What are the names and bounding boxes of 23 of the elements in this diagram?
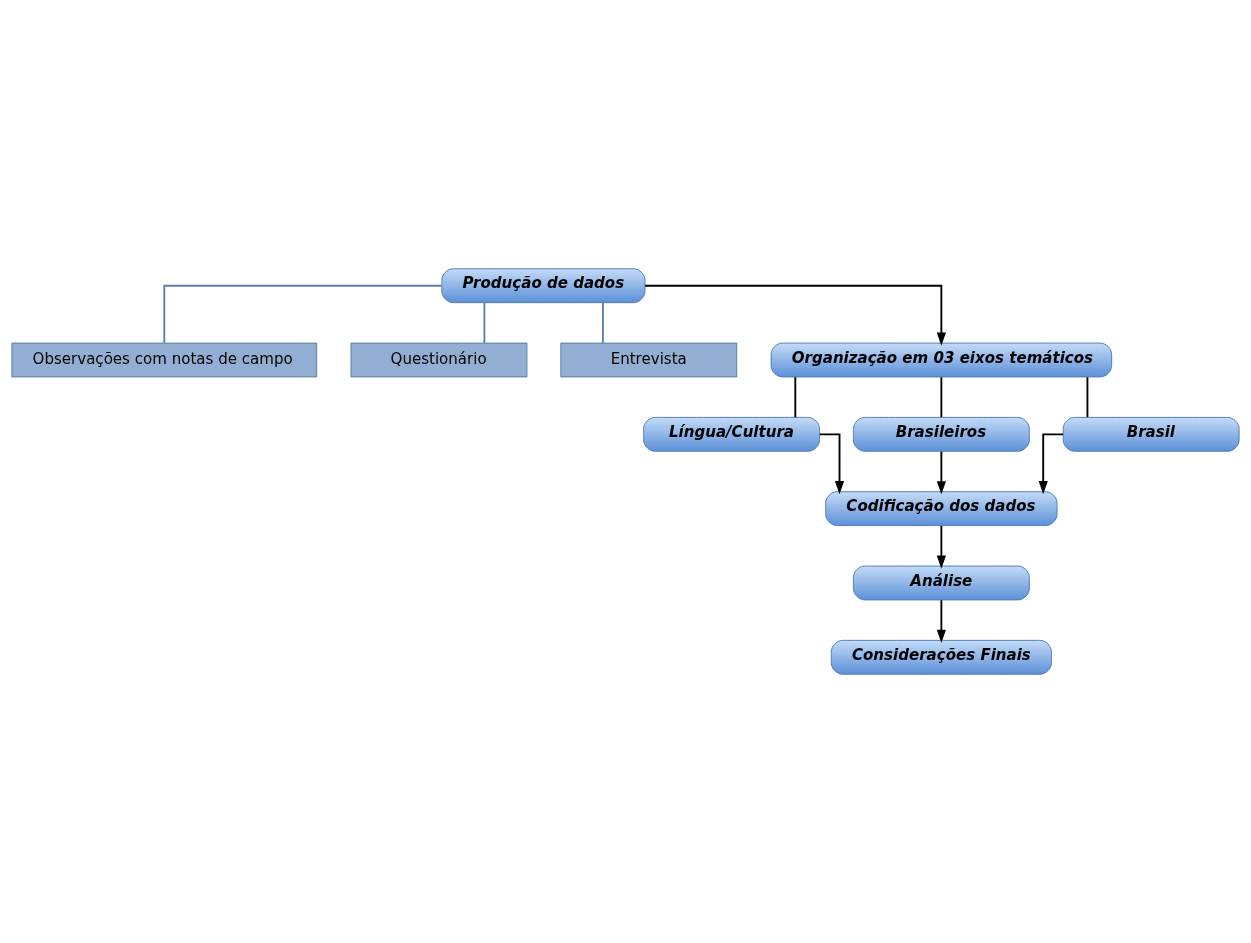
node-box: Brasil	[1062, 416, 1240, 452]
arrow	[818, 433, 845, 495]
arrow	[936, 450, 946, 495]
connector	[940, 376, 943, 419]
node-box: Análise	[852, 565, 1030, 601]
node-box: Considerações Finais	[830, 639, 1052, 675]
node-box: Organização em 03 eixos temáticos	[770, 342, 1113, 378]
connector	[794, 376, 797, 419]
connector	[1086, 376, 1089, 419]
node-box: Questionário	[350, 342, 528, 378]
arrow	[936, 599, 946, 643]
arrow	[1038, 433, 1064, 495]
node-box: Língua/Cultura	[643, 416, 820, 452]
arrow	[644, 284, 946, 346]
connector	[163, 284, 443, 344]
node-box: Entrevista	[560, 342, 738, 378]
node-box: Produção de dados	[441, 268, 646, 304]
arrow	[936, 524, 946, 569]
connector	[601, 302, 604, 344]
node-box: Observações com notas de campo	[11, 342, 318, 378]
connector	[483, 302, 486, 344]
node-box: Codificação dos dados	[825, 491, 1058, 527]
node-box: Brasileiros	[852, 416, 1030, 452]
